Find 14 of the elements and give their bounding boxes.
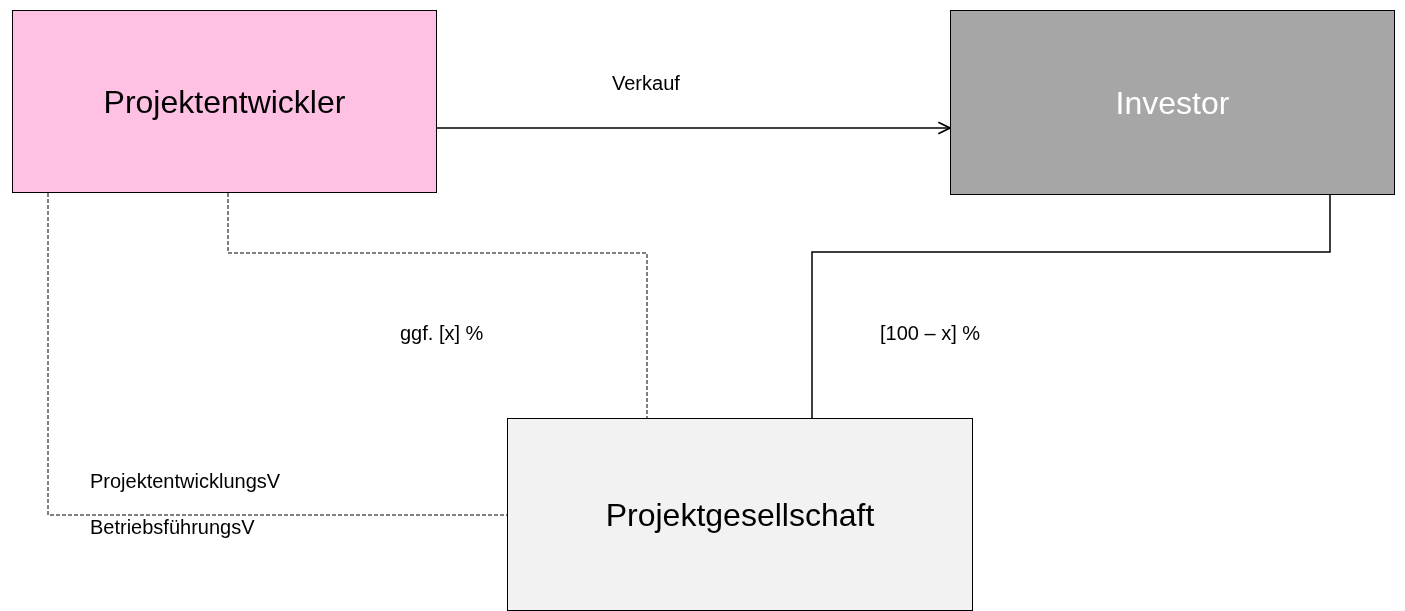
box-title: Projektentwickler [103,82,346,122]
connector-line [436,121,951,135]
entity-box [12,10,437,193]
contract-label: BetriebsführungsV [90,515,255,540]
edge-label: Verkauf [612,71,680,96]
entity-box [507,418,973,611]
entity-box [950,10,1395,195]
connector-line [227,192,648,419]
box-title: Investor [1115,83,1230,123]
connector-line [811,194,1331,419]
edge-label: ProjektentwicklungsV [90,469,281,494]
edge-label: [100 – x] % [880,321,981,346]
edge-label: ggf. [x] % [400,321,484,346]
box-title: Projektgesellschaft [605,495,875,535]
